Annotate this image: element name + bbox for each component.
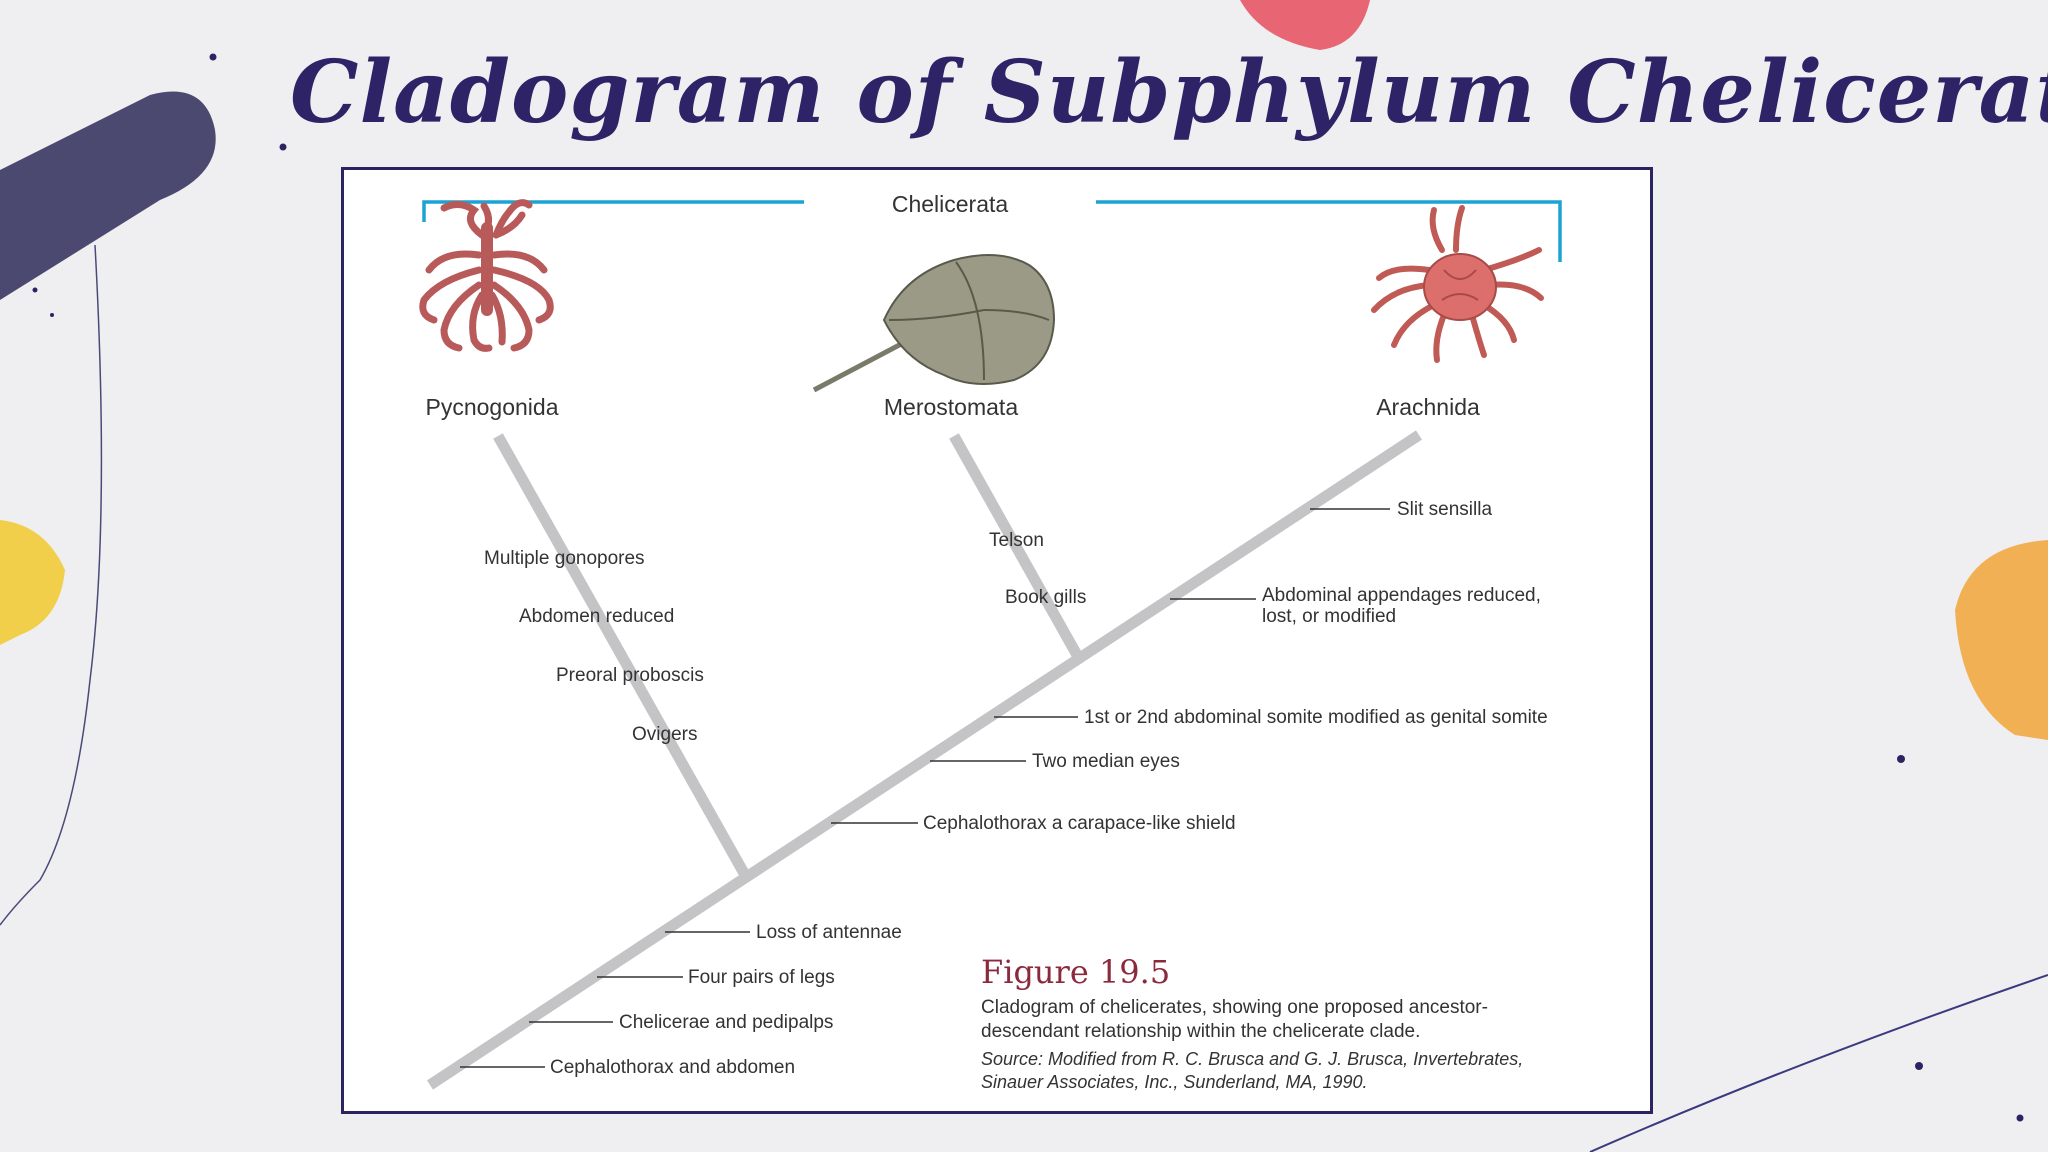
main-trunk bbox=[426, 430, 1423, 1090]
character-label: Abdomen reduced bbox=[519, 606, 674, 627]
chelicerata-bracket: Chelicerata bbox=[422, 191, 1562, 262]
figure-caption: Figure 19.5 Cladogram of chelicerates, s… bbox=[981, 953, 1523, 1092]
clade-label: Chelicerata bbox=[892, 191, 1009, 217]
cladogram-branches bbox=[426, 430, 1423, 1090]
taxon-label: Merostomata bbox=[884, 394, 1018, 420]
dot bbox=[1915, 1062, 1923, 1070]
horseshoe-crab-icon bbox=[812, 254, 1056, 393]
caption-text: Cladogram of chelicerates, showing one p… bbox=[981, 997, 1488, 1018]
thin-line-right bbox=[1589, 974, 2048, 1152]
orange-blob bbox=[1955, 540, 2048, 740]
character-label: Ovigers bbox=[632, 724, 697, 745]
dot bbox=[32, 287, 38, 293]
character-label: Multiple gonopores bbox=[484, 548, 645, 569]
taxon-label: Pycnogonida bbox=[426, 394, 559, 420]
taxon-label: Arachnida bbox=[1376, 394, 1480, 420]
character-label: Four pairs of legs bbox=[688, 967, 835, 988]
character-label: Telson bbox=[989, 530, 1044, 551]
mite-icon bbox=[1371, 205, 1544, 363]
character-label: Loss of antennae bbox=[756, 922, 902, 943]
character-ticks bbox=[460, 508, 1390, 1068]
dot bbox=[279, 143, 287, 151]
thin-line-left bbox=[0, 244, 103, 926]
yellow-blob bbox=[0, 520, 65, 645]
dot bbox=[1897, 755, 1905, 763]
cladogram-figure: Chelicerata bbox=[341, 167, 1653, 1114]
sea-spider-icon bbox=[419, 199, 554, 352]
merostomata-branch bbox=[949, 433, 1082, 658]
caption-source: Source: Modified from R. C. Brusca and G… bbox=[981, 1049, 1523, 1069]
character-label: Cephalothorax a carapace-like shield bbox=[923, 813, 1236, 834]
pycnogonida-branch bbox=[493, 433, 750, 878]
character-label: Book gills bbox=[1005, 587, 1086, 608]
character-label: Slit sensilla bbox=[1397, 499, 1492, 520]
caption-text: descendant relationship within the cheli… bbox=[981, 1021, 1420, 1042]
character-label: lost, or modified bbox=[1262, 606, 1396, 627]
dot bbox=[2016, 1114, 2024, 1122]
character-label: Preoral proboscis bbox=[556, 665, 704, 686]
slide-title: Cladogram of Subphylum Chelicerate bbox=[290, 42, 2048, 143]
red-blob bbox=[1240, 0, 1370, 50]
character-label: Two median eyes bbox=[1032, 751, 1180, 772]
dot bbox=[50, 313, 54, 317]
character-label: Chelicerae and pedipalps bbox=[619, 1012, 833, 1033]
character-label: 1st or 2nd abdominal somite modified as … bbox=[1084, 707, 1548, 728]
figure-label: Figure 19.5 bbox=[981, 953, 1170, 991]
caption-source: Sinauer Associates, Inc., Sunderland, MA… bbox=[981, 1072, 1368, 1092]
purple-brush-stroke bbox=[0, 91, 216, 301]
dot bbox=[209, 53, 217, 61]
character-label: Cephalothorax and abdomen bbox=[550, 1057, 795, 1078]
character-label: Abdominal appendages reduced, bbox=[1262, 585, 1541, 606]
